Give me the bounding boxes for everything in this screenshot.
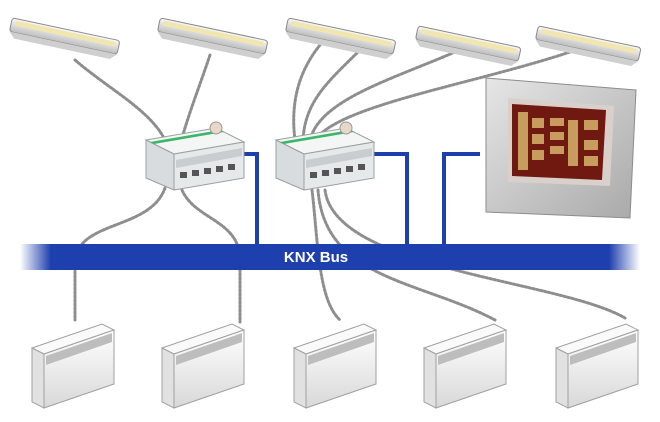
cable-lamp5-actuator2: [308, 50, 457, 142]
din-rail-actuator-icon: [144, 121, 246, 191]
touch-panel-icon: [485, 77, 637, 219]
knx-bus-bar: [20, 244, 640, 270]
cable-lamp1-actuator1: [73, 58, 167, 142]
bus-tap-actuator2: [372, 152, 409, 246]
ceiling-lamp-icon: [415, 25, 521, 66]
fan-coil-unit-icon: [422, 323, 508, 409]
knx-bus: KNX Bus: [20, 244, 640, 270]
cable-lamp3-actuator2: [292, 43, 322, 142]
fan-coil-unit-icon: [160, 323, 246, 409]
fan-coil-unit-icon: [30, 323, 116, 409]
ceiling-lamp-icon: [285, 17, 396, 60]
ceiling-lamps: [9, 17, 641, 66]
ceiling-lamp-icon: [157, 17, 268, 60]
bus-taps: [242, 152, 480, 246]
bus-tap-panel: [442, 152, 480, 246]
din-rail-actuator-icon: [274, 121, 376, 191]
fan-coils: [30, 323, 640, 409]
ceiling-lamp-icon: [9, 17, 120, 60]
cable-lamp4-actuator2: [301, 48, 362, 142]
cable-actuator2-fancoil4: [316, 188, 497, 322]
knx-bus-label: KNX Bus: [284, 249, 348, 266]
cable-lamp6-actuator2: [313, 50, 572, 142]
cable-lamp2-actuator1: [180, 53, 212, 140]
fan-coil-unit-icon: [292, 323, 378, 409]
bus-tap-actuator1: [242, 152, 259, 246]
ceiling-lamp-icon: [535, 25, 641, 66]
fan-coil-unit-icon: [554, 323, 640, 409]
